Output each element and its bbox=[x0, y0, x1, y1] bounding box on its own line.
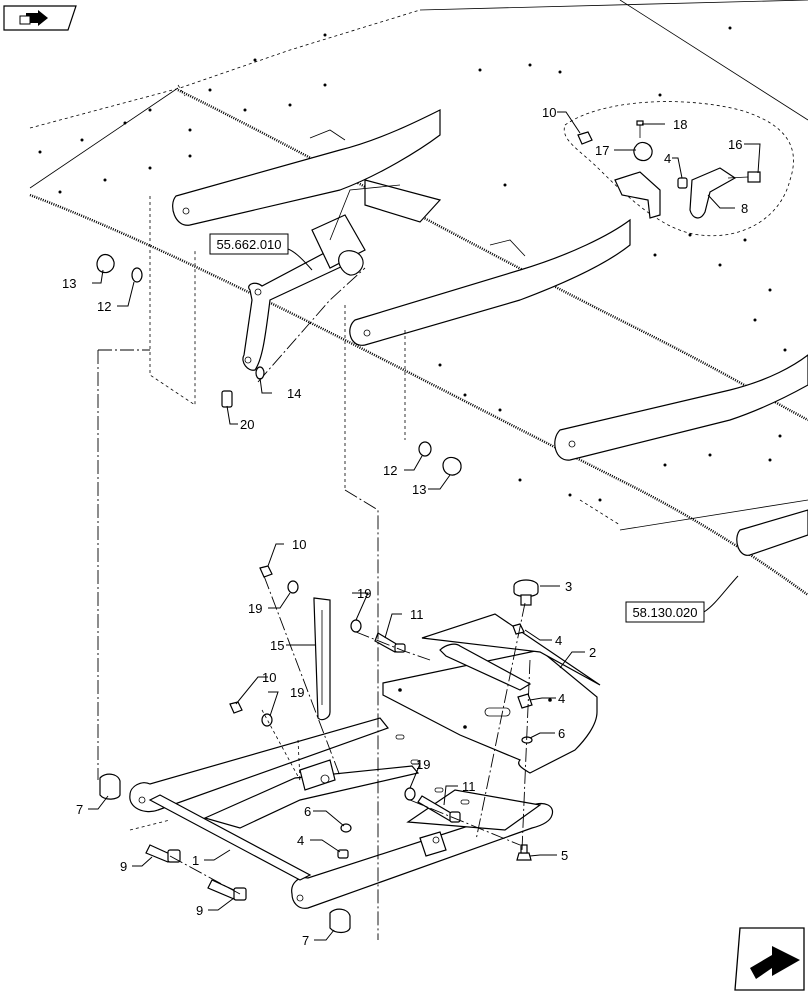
callout-labels: 13 12 14 20 10 18 17 4 16 8 12 13 10 3 2… bbox=[62, 105, 748, 948]
skid-frame bbox=[129, 717, 554, 909]
header-frame-assembly bbox=[29, 0, 808, 597]
callout-17: 17 bbox=[595, 143, 609, 158]
callout-2: 2 bbox=[589, 645, 596, 660]
callout-16: 16 bbox=[728, 137, 742, 152]
callout-7: 7 bbox=[76, 802, 83, 817]
callout-15: 15 bbox=[270, 638, 284, 653]
callout-9: 9 bbox=[196, 903, 203, 918]
callout-10: 10 bbox=[292, 537, 306, 552]
callout-14: 14 bbox=[287, 386, 301, 401]
callout-7: 7 bbox=[302, 933, 309, 948]
callout-13: 13 bbox=[62, 276, 76, 291]
callout-12: 12 bbox=[383, 463, 397, 478]
adjustment-plate bbox=[382, 613, 601, 774]
callout-6: 6 bbox=[558, 726, 565, 741]
callout-11: 11 bbox=[462, 779, 476, 794]
callout-5: 5 bbox=[561, 848, 568, 863]
bracket-detail bbox=[563, 101, 794, 237]
reference-label-55-662-010: 55.662.010 bbox=[216, 237, 281, 252]
callout-4: 4 bbox=[664, 151, 671, 166]
next-page-icon[interactable] bbox=[734, 927, 805, 991]
callout-8: 8 bbox=[741, 201, 748, 216]
callout-10: 10 bbox=[542, 105, 556, 120]
callout-19: 19 bbox=[290, 685, 304, 700]
callout-1: 1 bbox=[192, 853, 199, 868]
assembly-lines bbox=[97, 349, 531, 940]
lower-fasteners bbox=[99, 565, 461, 934]
callout-19: 19 bbox=[357, 586, 371, 601]
callout-4: 4 bbox=[297, 833, 304, 848]
callout-19: 19 bbox=[416, 757, 430, 772]
callout-4: 4 bbox=[558, 691, 565, 706]
callout-19: 19 bbox=[248, 601, 262, 616]
callout-11: 11 bbox=[410, 607, 424, 622]
callout-leaders bbox=[88, 111, 761, 941]
callout-10: 10 bbox=[262, 670, 276, 685]
knob-part bbox=[513, 579, 539, 606]
callout-9: 9 bbox=[120, 859, 127, 874]
callout-4: 4 bbox=[555, 633, 562, 648]
callout-6: 6 bbox=[304, 804, 311, 819]
callout-18: 18 bbox=[673, 117, 687, 132]
callout-20: 20 bbox=[240, 417, 254, 432]
plate-hardware bbox=[512, 623, 533, 861]
reference-box-58-130-020[interactable]: 58.130.020 bbox=[625, 575, 739, 623]
reference-label-58-130-020: 58.130.020 bbox=[632, 605, 697, 620]
lift-linkage-assembly bbox=[242, 179, 442, 383]
callout-13: 13 bbox=[412, 482, 426, 497]
strap-part bbox=[313, 597, 331, 721]
callout-12: 12 bbox=[97, 299, 111, 314]
callout-3: 3 bbox=[565, 579, 572, 594]
previous-page-icon[interactable] bbox=[3, 5, 77, 31]
reference-box-55-662-010[interactable]: 55.662.010 bbox=[209, 233, 313, 271]
